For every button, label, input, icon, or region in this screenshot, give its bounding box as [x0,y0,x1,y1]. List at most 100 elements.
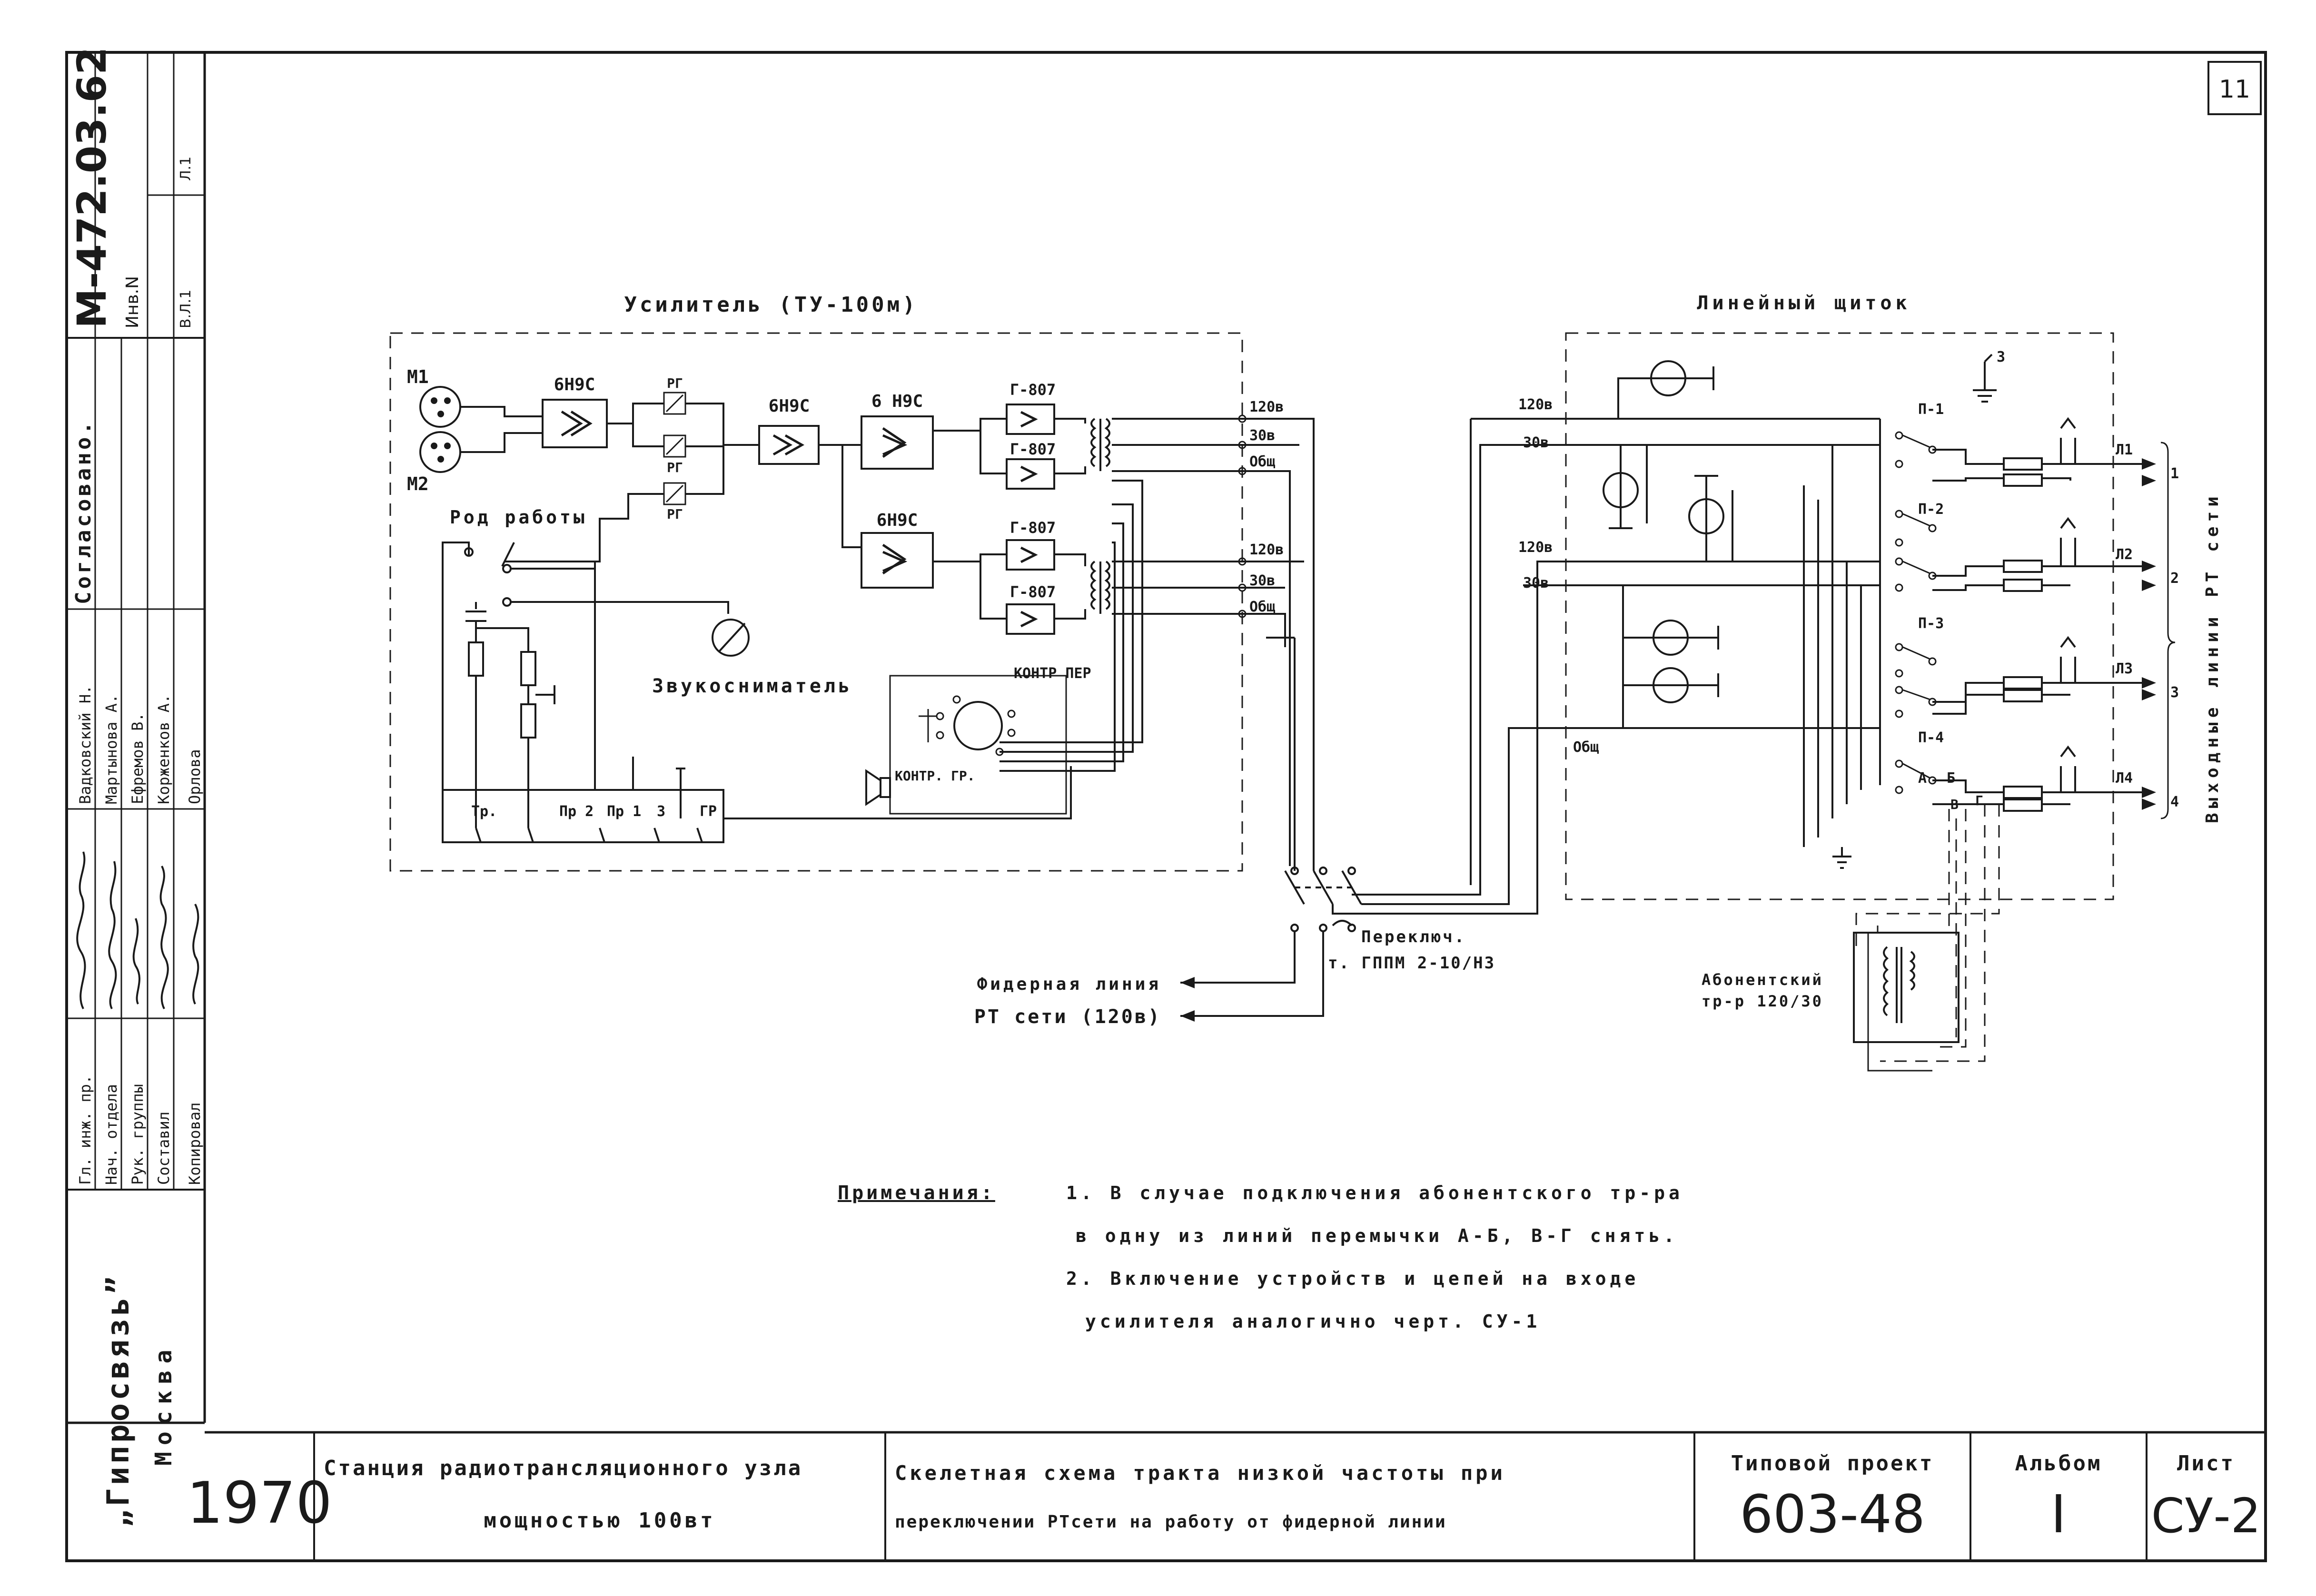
mic-2-label: М2 [407,473,429,494]
project-number: 603-48 [1740,1484,1925,1545]
g807-label-4: Г-807 [1010,583,1056,601]
amplifier-boundary [389,332,1243,872]
panel-in-120a: 120в [1518,396,1553,413]
preamp-label: 6Н9С [554,375,595,394]
pickup-label: Звукосниматель [652,675,852,697]
album-label: Альбом [2015,1451,2102,1476]
line-panel-boundary [1565,332,2114,900]
g807-label-1: Г-807 [1010,381,1056,399]
input-switch-contacts [475,562,1072,843]
role-group-head: Рук. группы [129,1084,147,1185]
switch-pos-pr2: Пр 2 [559,803,594,820]
approved-label: Согласовано. [71,419,96,604]
sheet-b-label: В.Л.1 [178,290,194,328]
jumper-g: Г [1975,793,1983,808]
note-line-4: усилителя аналогично черт. СУ-1 [1085,1311,1541,1332]
tap-120a: 120в [1249,399,1284,415]
preamp-box [542,399,608,448]
year: 1970 [187,1470,332,1537]
outputs-brace [2160,442,2176,819]
control-per-label: КОНТР ПЕР [1014,665,1091,682]
switch-label-2: т. ГППМ 2-10/НЗ [1328,954,1495,973]
name-3: Ефремов В. [129,712,147,804]
control-switch-panel [889,675,1067,815]
note-line-3: 2. Включение устройств и цепей на входе [1066,1268,1639,1289]
switch-p2: П-2 [1918,501,1944,518]
stage4-label: 6Н9С [877,511,918,530]
stamp-names: Вадковский Н. Мартынова А. Ефремов В. Ко… [76,685,204,804]
line-l2: Л2 [2116,546,2133,563]
stage3-label: 6 Н9С [871,392,923,411]
mode-label: Род работы [450,507,587,528]
inv-label: Инв.N [123,276,142,328]
name-4: Корженков А. [155,694,173,804]
role-chief-engineer: Гл. инж. пр. [76,1075,94,1185]
role-head-dept: Нач. отдела [102,1084,120,1185]
name-5: Орлова [186,749,204,804]
station-line2: мощностью 100вт [484,1508,715,1533]
line-l4: Л4 [2116,770,2133,787]
stamp-roles: Гл. инж. пр. Нач. отдела Рук. группы Сос… [76,1075,204,1185]
line-l1: Л1 [2116,442,2133,458]
panel-in-30b: 30в [1523,575,1549,591]
pickup-circuit [465,602,750,828]
mic-1-label: М1 [407,366,429,387]
panel-meters [1603,360,1733,728]
side-stamp [67,52,205,1424]
line-num-4: 4 [2170,794,2179,810]
jumper-a: А [1918,770,1927,787]
mic-2-icon [419,431,461,473]
panel-bus-wiring [1803,419,1881,869]
subscriber-label-2: тр-р 120/30 [1702,992,1823,1010]
drawing-code: М-472.03.62 [69,47,115,328]
amplifier-title: Усилитель (ТУ-100м) [624,293,918,317]
amp-to-switch-wiring [1242,418,1315,871]
tap-common-b: Общ [1249,599,1275,615]
subscriber-transformer [1853,926,1960,1072]
panel-in-120b: 120в [1518,539,1553,556]
stage2-label: 6Н9С [769,396,810,416]
mode-switch [442,542,729,837]
note-line-2: в одну из линий перемычки А-Б, В-Г снять… [1076,1225,1678,1246]
tap-30b: 30в [1249,572,1275,589]
outputs-label: Выходные линии РТ сети [2203,492,2222,823]
feeder-changeover-switch [1180,723,1538,1017]
project-label: Типовой проект [1731,1451,1934,1476]
rg-label-2: РГ [667,460,683,475]
control-rotary-contacts [919,695,1016,756]
feeder-arrow-2-icon [1180,1010,1195,1022]
mic-1-icon [419,386,461,428]
title-line2: переключении РТсети на работу от фидерно… [895,1512,1447,1532]
notes-heading: Примечания: [838,1182,995,1204]
stage3-box [861,415,934,470]
feeder-label-2: РТ сети (120в) [974,1006,1161,1028]
control-rotary-switch [953,701,1003,750]
switch-pos-pr1: Пр 1 [607,803,641,820]
sheet-l-label: Л.1 [178,157,194,181]
signatures [76,851,199,1009]
line-l3: Л3 [2116,660,2133,677]
jumper-b: Б [1947,770,1955,787]
switch-p4: П-4 [1918,729,1944,746]
subscriber-dashed-wiring [1855,804,2000,1062]
control-gr-label: КОНТР. ГР. [895,768,975,784]
line-num-3: 3 [2170,684,2179,701]
role-copied: Копировал [186,1103,204,1185]
line-num-1: 1 [2170,465,2179,482]
ground-label: З [1997,349,2005,365]
line-output-arrows [2142,458,2156,810]
tap-120b: 120в [1249,542,1284,558]
g807-label-3: Г-807 [1010,519,1056,537]
rg-label-3: РГ [667,506,683,522]
rg-label-1: РГ [667,375,683,391]
tap-30a: 30в [1249,427,1275,444]
line-output-wiring [1932,417,2151,812]
g807-label-2: Г-807 [1010,440,1056,458]
ground-icon [1973,354,1997,403]
switch-pos-gr: ГР [700,803,717,820]
role-compiled: Составил [155,1112,173,1185]
title-block [205,1431,2266,1561]
line-num-2: 2 [2170,570,2179,587]
monitor-speaker-icon [865,769,891,806]
